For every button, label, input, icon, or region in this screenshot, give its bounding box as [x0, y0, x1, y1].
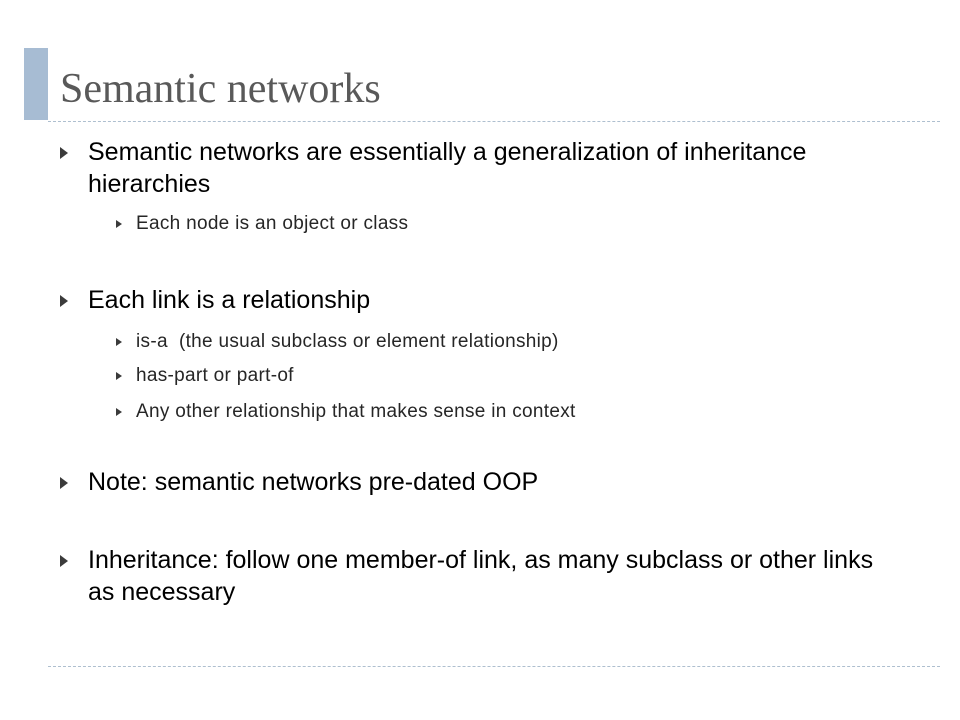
bullet-item-4: Inheritance: follow one member-of link, … [60, 544, 878, 608]
title-divider [48, 121, 940, 122]
bullet-item-1: Semantic networks are essentially a gene… [60, 136, 878, 200]
bullet-text-2: Each link is a relationship [88, 286, 371, 314]
sub-bullet-text: Any other relationship that makes sense … [136, 401, 576, 422]
bullet-text-4: Inheritance: follow one member-of link, … [88, 546, 874, 606]
bullet-arrow-icon [60, 147, 68, 159]
sub-bullet-arrow-icon [116, 338, 122, 346]
sub-bullet-item: Each node is an object or class [116, 212, 408, 236]
sub-bullet-arrow-icon [116, 220, 122, 228]
footer-divider [48, 666, 940, 667]
bullet-item-2: Each link is a relationship [60, 284, 878, 316]
bullet-arrow-icon [60, 555, 68, 567]
slide-title: Semantic networks [60, 66, 381, 112]
bullet-text-3: Note: semantic networks pre-dated OOP [88, 468, 539, 496]
sub-bullet-arrow-icon [116, 372, 122, 380]
bullet-arrow-icon [60, 477, 68, 489]
sub-bullet-text: has-part or part-of [136, 365, 294, 386]
sub-bullet-text: is-a (the usual subclass or element rela… [136, 331, 559, 352]
sub-bullet-text: Each node is an object or class [136, 213, 409, 234]
bullet-arrow-icon [60, 295, 68, 307]
bullet-item-3: Note: semantic networks pre-dated OOP [60, 466, 878, 498]
sub-bullet-arrow-icon [116, 408, 122, 416]
sub-bullet-item: Any other relationship that makes sense … [116, 400, 576, 424]
title-accent-bar [24, 48, 48, 120]
sub-bullet-item: is-a (the usual subclass or element rela… [116, 330, 559, 354]
bullet-text-1: Semantic networks are essentially a gene… [88, 138, 807, 198]
sub-bullet-item: has-part or part-of [116, 364, 294, 388]
